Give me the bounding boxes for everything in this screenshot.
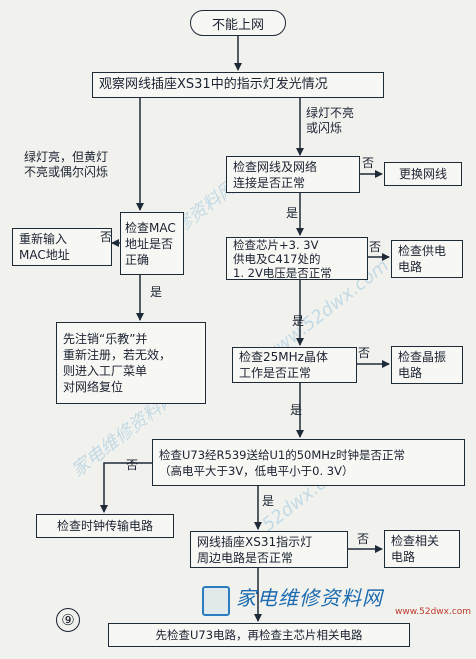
label-no-power: 否 — [369, 240, 382, 254]
figure-number: ⑨ — [56, 608, 80, 632]
label-yes-mac: 是 — [150, 285, 163, 299]
label-yes-cable: 是 — [286, 206, 299, 220]
label-no-periph: 否 — [357, 532, 370, 546]
label-yes-power: 是 — [292, 314, 305, 328]
replace-cable-box: 更换网线 — [384, 162, 462, 186]
final-box: 先检查U73电路，再检查主芯片相关电路 — [108, 623, 410, 647]
label-yes-clock: 是 — [262, 494, 275, 508]
check-related-box: 检查相关 电路 — [384, 530, 460, 568]
check-supply-box: 检查供电 电路 — [391, 240, 463, 278]
reregister-box: 先注销“乐教”并 重新注册，若无效， 则进入工厂菜单 对网络复位 — [56, 322, 206, 404]
observe-indicator-box: 观察网线插座XS31中的指示灯发光情况 — [92, 72, 384, 98]
check-osc-box: 检查晶振 电路 — [391, 346, 463, 384]
check-power-box: 检查芯片+3. 3V 供电及C417处的 1. 2V电压是否正常 — [226, 237, 368, 280]
check-clock-circuit-box: 检查时钟传输电路 — [36, 514, 174, 538]
label-no-cable: 否 — [362, 156, 375, 170]
label-no-crystal: 否 — [358, 346, 371, 360]
brand-url: www.52dwx.com — [395, 607, 472, 617]
check-clock-box: 检查U73经R539送给U1的50MHz时钟是否正常 （高电平大于3V，低电平小… — [152, 439, 465, 486]
brand-logo-icon — [202, 586, 230, 616]
brand-watermark: 家电维修资料网 — [236, 586, 383, 610]
check-cable-box: 检查网线及网络 连接是否正常 — [226, 156, 360, 193]
label-no-mac: 否 — [100, 230, 113, 244]
check-crystal-box: 检查25MHz晶体 工作是否正常 — [232, 347, 357, 383]
check-mac-box: 检查MAC 地址是否 正确 — [120, 212, 184, 275]
label-yes-crystal: 是 — [290, 403, 303, 417]
check-periph-box: 网线插座XS31指示灯 周边电路是否正常 — [190, 531, 348, 568]
label-green-on: 绿灯亮，但黄灯 不亮或偶尔闪烁 — [24, 150, 109, 179]
start-node: 不能上网 — [190, 10, 286, 36]
label-green-off: 绿灯不亮 或闪烁 — [306, 106, 355, 135]
reinput-mac-box: 重新输入 MAC地址 — [12, 228, 112, 266]
label-no-clock: 否 — [126, 458, 139, 472]
